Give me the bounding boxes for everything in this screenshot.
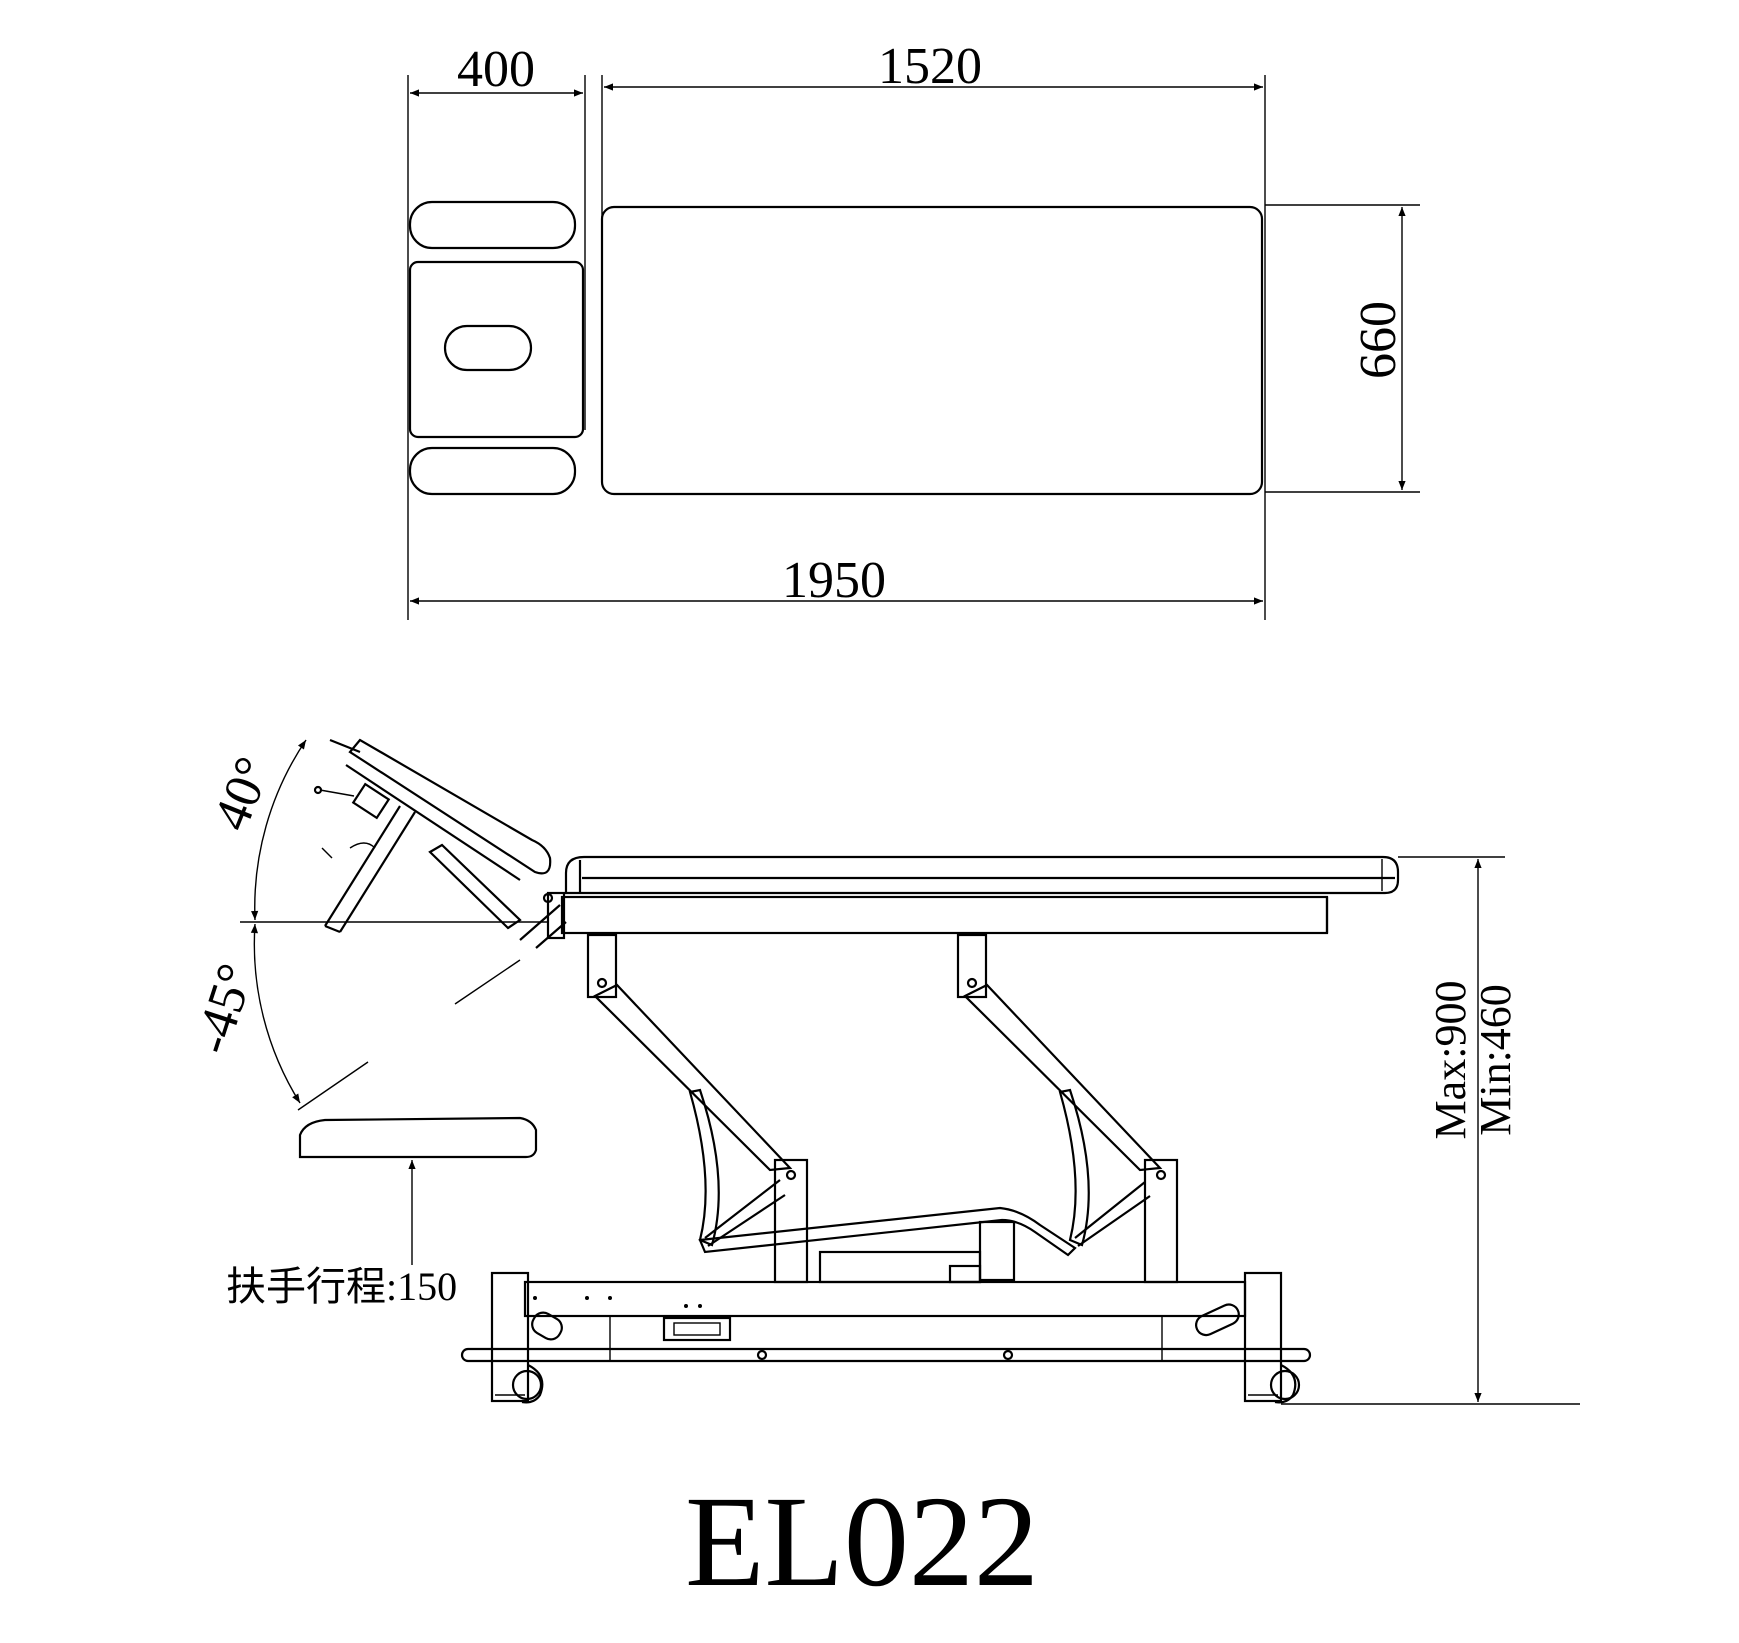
dim-body-length: 1520	[878, 38, 982, 95]
height-max-label: Max:900	[1426, 981, 1475, 1140]
control-box	[662, 1316, 732, 1342]
side-view: 40° -45° 扶手行程:150 Max:900 Min:460	[183, 738, 1580, 1405]
head-section-tilted	[313, 738, 567, 949]
face-hole	[443, 324, 533, 372]
dim-table-width: 660	[1350, 301, 1407, 379]
body-pad	[600, 205, 1264, 496]
base-right-block	[1243, 1271, 1283, 1403]
armrest-pad	[298, 1116, 538, 1159]
left-caster	[511, 1369, 543, 1401]
head-armrest-pad-bottom	[408, 446, 577, 496]
dim-total-length: 1950	[782, 552, 886, 609]
right-diagonal-leg	[963, 983, 1163, 1172]
bottom-rail	[460, 1347, 1312, 1363]
base-frame	[523, 1280, 1247, 1318]
right-top-bracket	[956, 933, 988, 999]
base-left-block	[490, 1271, 530, 1403]
connecting-rod	[698, 1206, 1077, 1257]
angle-down-label: -45°	[183, 957, 265, 1060]
model-name: EL022	[685, 1470, 1039, 1614]
armrest-travel-label: 扶手行程:150	[226, 1264, 457, 1309]
left-top-bracket	[586, 933, 618, 999]
height-min-label: Min:460	[1471, 984, 1520, 1136]
right-caster	[1269, 1369, 1301, 1401]
top-frame	[560, 895, 1329, 935]
head-armrest-pad-top	[408, 200, 577, 250]
left-diagonal-leg	[593, 983, 793, 1172]
dim-head-width: 400	[457, 41, 535, 98]
angle-up-label: 40°	[203, 749, 283, 838]
top-view: 400 1520 660 1950	[407, 38, 1420, 620]
side-body-pad	[564, 855, 1400, 895]
head-face-pad	[408, 260, 585, 439]
